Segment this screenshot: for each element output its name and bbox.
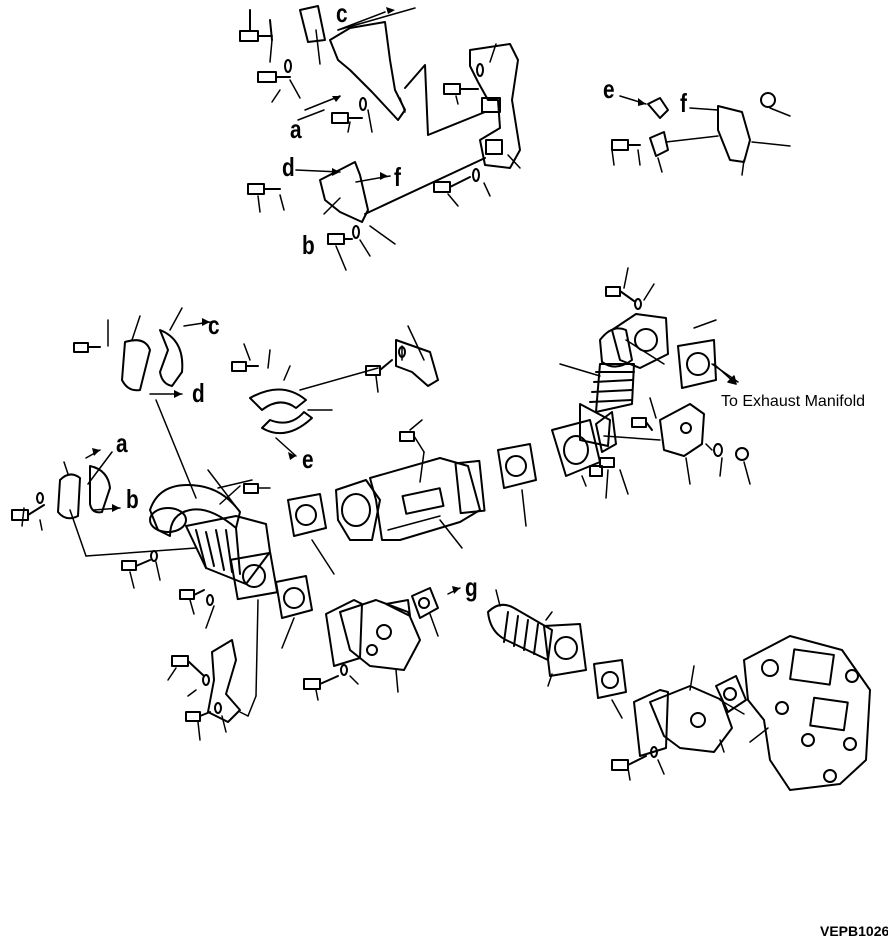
callout-label-f-right: f [680,88,687,118]
elbow-pipe-assembly [121,469,279,697]
middle-leader-lines [21,307,425,557]
callout-label-a-middle: a [116,428,128,458]
egr-cooler [243,419,537,575]
callout-label-b-top: b [302,230,315,260]
right-leader-lines [559,267,751,499]
exhaust-manifold-note: To Exhaust Manifold [721,393,866,410]
lower-left-bracket [167,639,257,741]
callout-label-a-top: a [290,114,302,144]
callout-label-c-middle: c [208,310,220,340]
housing-block [743,635,871,791]
exhaust-manifold-arrow [713,363,737,385]
callout-label-e-right: e [603,74,615,104]
drawing-code: VEPB1026 [820,923,888,938]
egr-valve-center [275,575,461,701]
callout-label-c-top: c [336,0,348,28]
callout-label-b-middle: b [126,484,139,514]
callout-label-d-middle: d [192,378,205,408]
callout-label-g: g [465,572,478,602]
left-clamps [11,329,439,521]
upper-bolts [239,9,484,245]
callout-label-d-top: d [282,152,295,182]
egr-valve-right [593,659,747,781]
right-upper-pipe [551,286,749,477]
callout-arrows [92,7,646,594]
right-small-bracket [611,92,791,176]
lower-bellows-pipe [487,589,587,687]
callout-label-f-top: f [394,162,401,192]
callout-label-e-middle: e [302,444,314,474]
